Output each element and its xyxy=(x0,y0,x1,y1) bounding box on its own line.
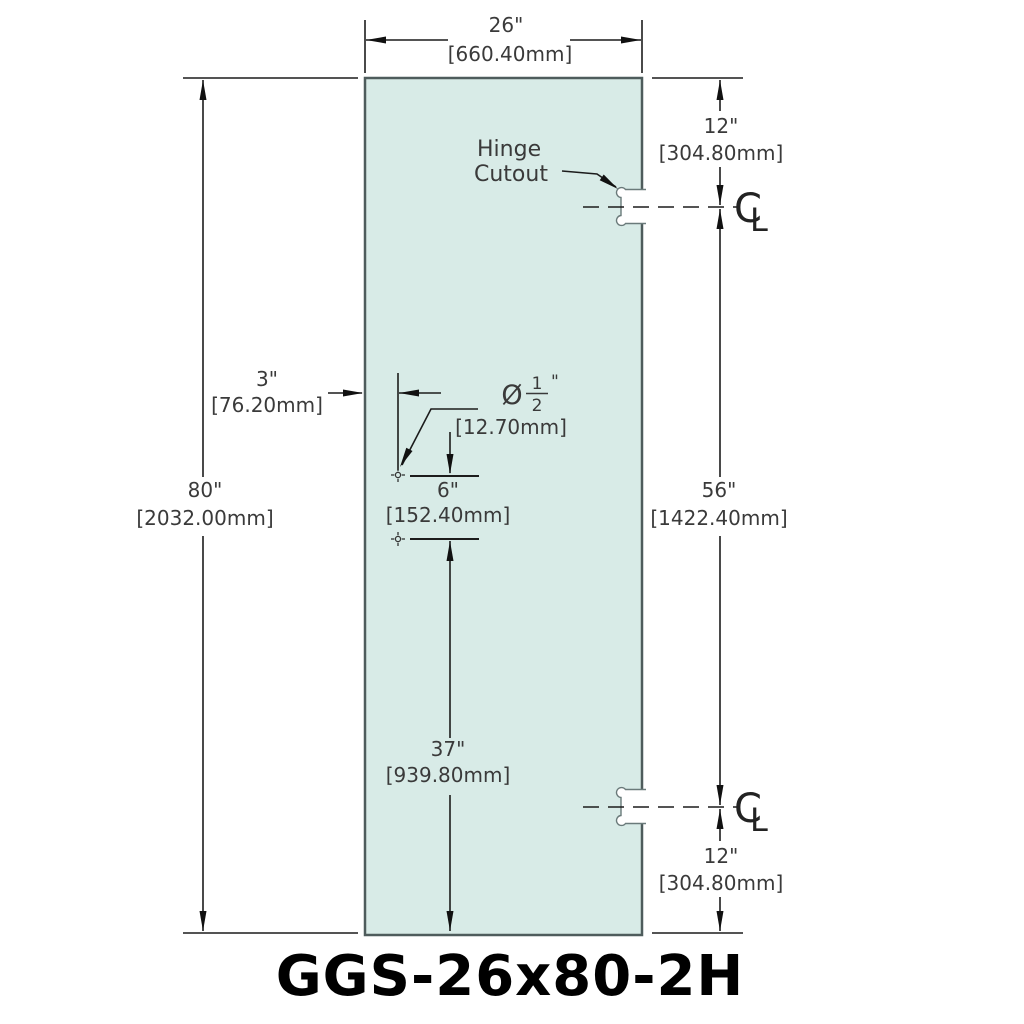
centerline-c-glyph: C xyxy=(734,186,762,232)
hole-diameter-mm: [12.70mm] xyxy=(455,415,567,439)
hinge-span-dim-inches: 56" xyxy=(702,478,737,502)
hole-diameter-leader xyxy=(401,408,478,466)
width-dim-mm: [660.40mm] xyxy=(448,42,573,66)
top-hinge-dim-mm: [304.80mm] xyxy=(659,141,784,165)
centerline-l-glyph: L xyxy=(750,201,768,239)
hole-spacing-dim-mm: [152.40mm] xyxy=(386,503,511,527)
part-number-title: GGS-26x80-2H xyxy=(276,944,745,1009)
hole-to-bottom-dim-mm: [939.80mm] xyxy=(386,763,511,787)
bottom-hinge-dim-inches: 12" xyxy=(704,844,739,868)
centerline-symbol-top: C L xyxy=(734,186,768,239)
centerline-c-glyph: C xyxy=(734,786,762,832)
hinge-centerlines xyxy=(583,206,737,808)
diameter-inch-mark: " xyxy=(551,372,559,392)
height-dim-mm: [2032.00mm] xyxy=(136,506,273,530)
centerline-l-glyph: L xyxy=(750,801,768,839)
hole-markers xyxy=(391,468,405,546)
hole-marker-bottom xyxy=(391,532,405,546)
width-dim-inches: 26" xyxy=(489,13,524,37)
hole-offset-dim-inches: 3" xyxy=(256,367,278,391)
bottom-hinge-dim-mm: [304.80mm] xyxy=(659,871,784,895)
diameter-symbol: Ø xyxy=(501,380,522,411)
top-hinge-dim-inches: 12" xyxy=(704,114,739,138)
extension-lines xyxy=(183,20,743,934)
centerline-symbol-bottom: C L xyxy=(734,786,768,839)
hinge-cutout-label-line1: Hinge xyxy=(477,137,541,162)
hole-spacing-dim-inches: 6" xyxy=(437,478,459,502)
diameter-fraction-denominator: 2 xyxy=(532,396,543,416)
hole-to-bottom-dim-inches: 37" xyxy=(431,737,466,761)
hole-diameter-label: Ø 1 2 " [12.70mm] xyxy=(455,372,567,439)
height-dim-inches: 80" xyxy=(188,478,223,502)
hinge-cutout-label-line2: Cutout xyxy=(474,162,548,187)
diameter-fraction-numerator: 1 xyxy=(532,374,543,394)
hinge-cutout-label: Hinge Cutout xyxy=(474,137,548,187)
hinge-span-dim-mm: [1422.40mm] xyxy=(650,506,787,530)
arrowheads xyxy=(199,36,724,931)
hole-marker-top xyxy=(391,468,405,482)
hole-offset-dim-mm: [76.20mm] xyxy=(211,393,323,417)
glass-door-panel xyxy=(363,76,644,937)
